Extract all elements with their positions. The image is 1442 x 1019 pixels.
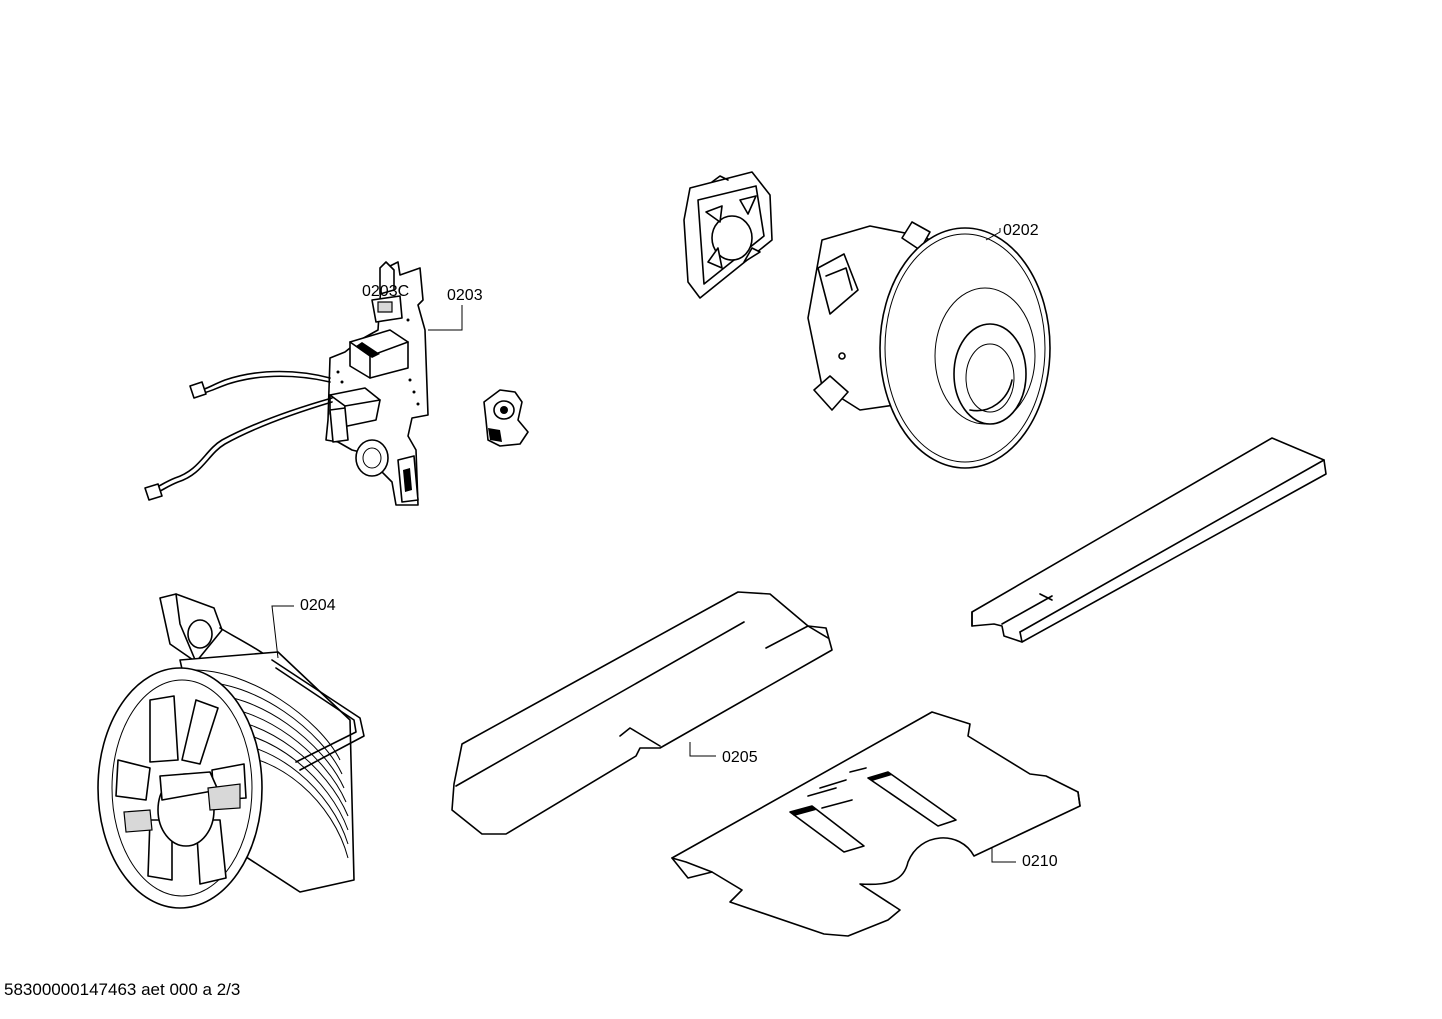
callout-lines xyxy=(271,228,1016,863)
small-clip-part xyxy=(483,389,529,447)
part-0205-flat-pad xyxy=(451,591,833,835)
label-0210: 0210 xyxy=(1022,853,1058,870)
label-0205: 0205 xyxy=(722,749,758,766)
part-0210-slotted-plate xyxy=(671,711,1081,937)
part-0202-motor xyxy=(807,221,1051,469)
document-footer-code: 58300000147463 aet 000 a 2/3 xyxy=(4,980,241,999)
label-0202: 0202 xyxy=(1003,222,1039,239)
label-0204: 0204 xyxy=(300,597,336,614)
part-0203-control-board xyxy=(144,261,429,506)
part-0204-cord-reel xyxy=(97,593,365,909)
label-0203c: 0203C xyxy=(362,283,409,300)
motor-mount-pad xyxy=(683,171,773,299)
label-0203: 0203 xyxy=(447,287,483,304)
long-strip-pad xyxy=(971,437,1327,643)
